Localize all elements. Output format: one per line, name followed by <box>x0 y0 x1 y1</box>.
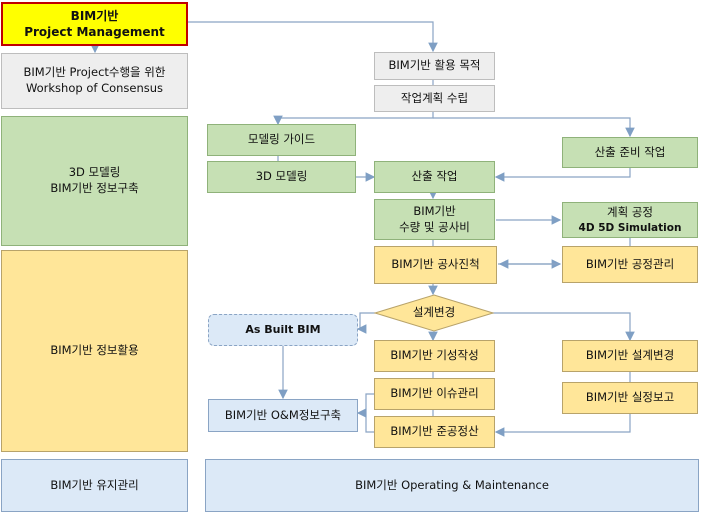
node-schedule-line1: 계획 공정 <box>607 205 653 220</box>
node-modeling-3d: 3D 모델링 <box>207 161 356 193</box>
phase-workshop-line1: BIM기반 Project수행을 위한 <box>23 65 166 80</box>
node-modeling-guide: 모델링 가이드 <box>207 124 356 156</box>
node-operation: BIM기반 Operating & Maintenance <box>205 459 699 512</box>
phase-utilization: BIM기반 정보활용 <box>1 250 188 452</box>
phase-modeling-line1: 3D 모델링 <box>68 165 121 180</box>
node-settlement: BIM기반 준공정산 <box>374 416 495 448</box>
node-calc-prep: 산출 준비 작업 <box>562 137 698 168</box>
phase-maintenance: BIM기반 유지관리 <box>1 459 188 512</box>
phase-modeling: 3D 모델링 BIM기반 정보구축 <box>1 116 188 246</box>
node-issue: BIM기반 이슈관리 <box>374 378 495 410</box>
node-purpose: BIM기반 활용 목적 <box>374 52 495 80</box>
node-schedule-line2: 4D 5D Simulation <box>578 221 682 234</box>
node-process-mgmt: BIM기반 공정관리 <box>562 246 698 283</box>
node-calc-work: 산출 작업 <box>374 161 495 193</box>
phase-workshop-line2: Workshop of Consensus <box>25 81 164 95</box>
node-design-change-bim: BIM기반 설계변경 <box>562 340 698 372</box>
node-as-built: As Built BIM <box>208 314 358 346</box>
node-design-change: 설계변경 <box>412 305 456 320</box>
node-progress: BIM기반 공사진척 <box>374 246 497 284</box>
node-completion: BIM기반 기성작성 <box>374 340 495 372</box>
node-quantity-line1: BIM기반 <box>413 203 456 218</box>
node-quantity: BIM기반 수량 및 공사비 <box>374 199 495 240</box>
node-plan: 작업계획 수립 <box>374 85 495 112</box>
node-om-info: BIM기반 O&M정보구축 <box>208 399 358 432</box>
phase-project-line2: Project Management <box>24 25 165 39</box>
phase-project-line1: BIM기반 <box>70 8 119 23</box>
node-schedule: 계획 공정 4D 5D Simulation <box>562 202 698 238</box>
node-design-change-diamond <box>374 294 494 332</box>
node-quantity-line2: 수량 및 공사비 <box>399 219 470 234</box>
phase-modeling-line2: BIM기반 정보구축 <box>50 181 139 195</box>
node-site-report: BIM기반 실정보고 <box>562 382 698 414</box>
phase-project-management: BIM기반 Project Management <box>1 2 188 46</box>
phase-workshop: BIM기반 Project수행을 위한 Workshop of Consensu… <box>1 53 188 109</box>
